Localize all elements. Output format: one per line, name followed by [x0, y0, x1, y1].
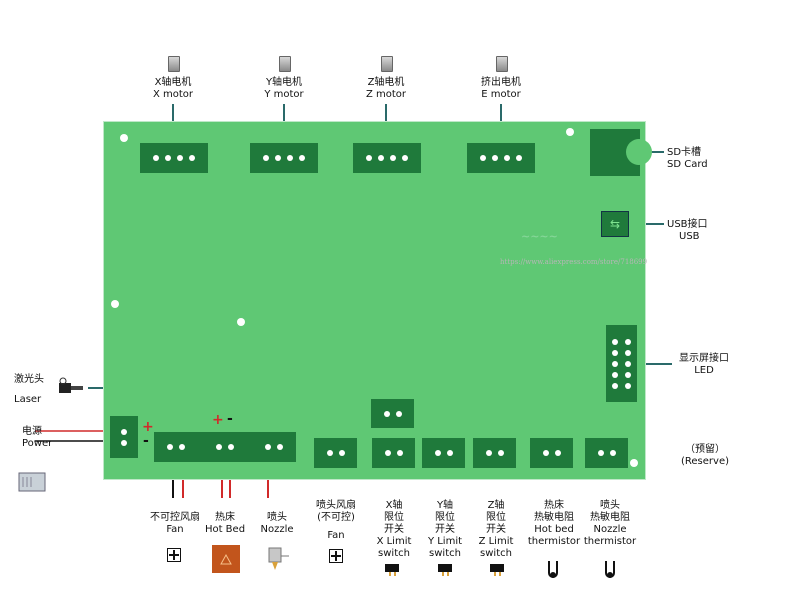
mounting-hole	[111, 300, 119, 308]
limit-switch-icon	[385, 564, 399, 576]
mounting-hole	[120, 134, 128, 142]
stepper-motor-icon	[381, 56, 393, 72]
mounting-hole	[566, 128, 574, 136]
power-plus-sign: +	[142, 419, 154, 435]
z-motor-connector	[353, 143, 421, 173]
power-minus-sign: -	[143, 433, 149, 449]
hotbed-plus-sign: +	[212, 412, 224, 428]
reserve-label: （预留）(Reserve)	[681, 444, 729, 467]
y-motor-connector	[250, 143, 318, 173]
lcd-connector	[606, 325, 637, 402]
thermistor-icon	[605, 561, 615, 578]
z-limit-connector	[473, 438, 516, 468]
x-motor-connector	[140, 143, 208, 173]
nozzle-fan-connector	[314, 438, 357, 468]
limit-switch-icon	[438, 564, 452, 576]
power-connector	[110, 416, 138, 458]
watermark-url: https://www.aliexpress.com/store/718699	[500, 258, 648, 266]
thermistor-icon	[548, 561, 558, 578]
stepper-motor-icon	[279, 56, 291, 72]
laser-connector	[371, 399, 414, 428]
fan-hotbed-nozzle-connector	[154, 432, 296, 462]
mounting-hole	[630, 459, 638, 467]
stepper-motor-icon	[496, 56, 508, 72]
e-motor-connector	[467, 143, 535, 173]
hotbed-minus-sign: -	[227, 411, 233, 427]
x-limit-connector	[372, 438, 415, 468]
sd-card-slot	[590, 129, 652, 176]
board-watermark-logo: ~~~~	[521, 230, 558, 243]
power-supply-icon	[18, 472, 46, 492]
usb-icon: ⇆	[609, 217, 621, 231]
stepper-motor-icon	[168, 56, 180, 72]
hotbed-thermistor-connector	[530, 438, 573, 468]
laser-head-icon	[59, 377, 83, 393]
y-limit-connector	[422, 438, 465, 468]
fan-icon	[167, 548, 181, 562]
hot-bed-icon	[212, 545, 240, 573]
mounting-hole	[237, 318, 245, 326]
usb-port: ⇆	[601, 211, 629, 237]
nozzle-icon	[268, 547, 289, 570]
nozzle-thermistor-connector	[585, 438, 628, 468]
nozzle-fan-label: 喷头风扇(不可控) Fan	[316, 500, 356, 541]
fan-icon	[329, 549, 343, 563]
limit-switch-icon	[490, 564, 504, 576]
